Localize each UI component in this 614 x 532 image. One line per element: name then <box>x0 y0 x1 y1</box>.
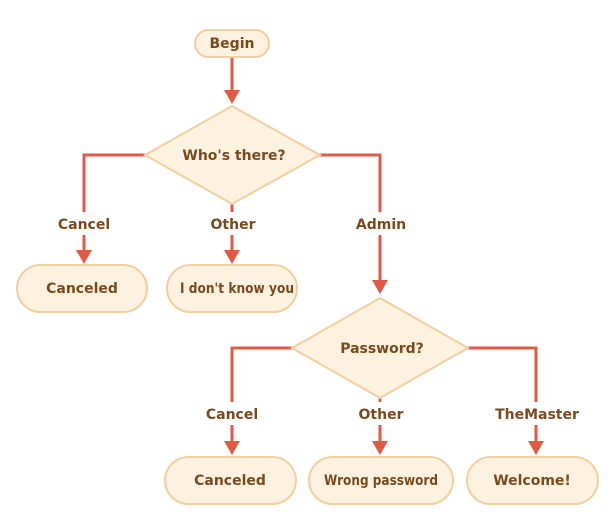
node-whos-there-label: Who's there? <box>182 148 285 164</box>
node-begin: Begin <box>194 29 270 58</box>
node-canceled-1-label: Canceled <box>46 281 118 297</box>
node-begin-label: Begin <box>210 36 255 52</box>
node-whos-there: Who's there? <box>142 104 323 206</box>
edge-password-themaster <box>468 346 538 402</box>
node-dont-know: I don't know you <box>166 264 298 313</box>
node-canceled-1: Canceled <box>16 264 148 313</box>
edges <box>76 57 544 455</box>
arrowhead-welcome <box>528 441 544 455</box>
arrowhead-whos-there <box>224 90 240 104</box>
arrowhead-canceled-1 <box>76 250 92 264</box>
nodes: Begin Who's there? Canceled I don't know… <box>16 29 599 505</box>
node-wrong-password: Wrong password <box>308 456 454 505</box>
node-password: Password? <box>289 296 471 400</box>
edge-whos-there-admin <box>320 153 382 212</box>
edge-label-themaster: TheMaster <box>495 407 579 423</box>
node-password-label: Password? <box>340 341 424 357</box>
node-dont-know-label: I don't know you <box>180 281 294 297</box>
edge-whos-there-cancel <box>82 153 145 212</box>
node-wrong-password-label: Wrong password <box>324 473 438 489</box>
arrowhead-dont-know <box>224 250 240 264</box>
edge-password-cancel <box>230 346 292 402</box>
node-canceled-2-label: Canceled <box>194 473 266 489</box>
edge-label-other-2: Other <box>359 407 404 423</box>
arrowhead-password <box>372 280 388 294</box>
edge-labels: Cancel Other Admin Cancel Other TheMaste… <box>58 217 579 423</box>
edge-label-cancel-1: Cancel <box>58 217 110 233</box>
edge-label-admin: Admin <box>356 217 406 233</box>
node-welcome-label: Welcome! <box>493 473 571 489</box>
arrowhead-wrong-password <box>372 441 388 455</box>
edge-label-cancel-2: Cancel <box>206 407 258 423</box>
node-canceled-2: Canceled <box>164 456 297 505</box>
edge-label-other-1: Other <box>211 217 256 233</box>
arrowhead-canceled-2 <box>224 441 240 455</box>
node-welcome: Welcome! <box>466 456 599 505</box>
